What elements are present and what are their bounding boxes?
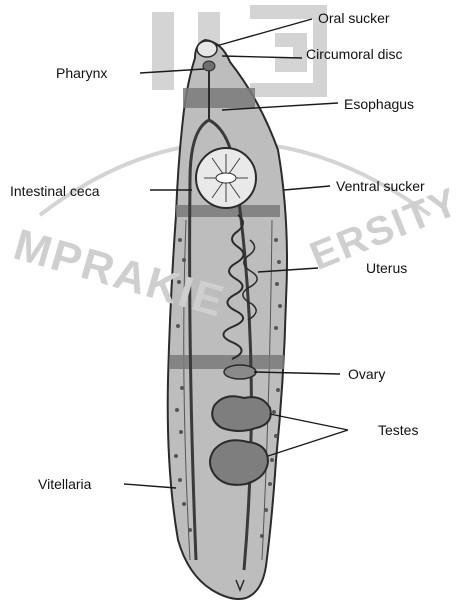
oral-sucker (197, 41, 217, 57)
ventral-sucker-center (216, 173, 236, 183)
label-oral-sucker: Oral sucker (318, 10, 390, 26)
pharynx (203, 61, 215, 71)
label-circumoral-disc: Circumoral disc (306, 46, 402, 62)
testis-posterior (210, 440, 268, 485)
label-ovary: Ovary (348, 366, 385, 382)
label-vitellaria: Vitellaria (38, 476, 91, 492)
label-ventral-sucker: Ventral sucker (336, 178, 425, 194)
label-testes: Testes (378, 422, 418, 438)
leader-ventral-sucker (284, 186, 330, 190)
fluke-body (168, 40, 287, 599)
label-esophagus: Esophagus (344, 96, 414, 112)
esophagus-band (183, 88, 255, 108)
leader-testes-2 (268, 430, 348, 456)
testis-anterior (212, 396, 271, 431)
leader-testes-1 (270, 414, 348, 430)
label-pharynx: Pharynx (56, 65, 107, 81)
leader-vitellaria (124, 484, 176, 488)
band (170, 355, 284, 369)
label-intestinal-ceca: Intestinal ceca (10, 183, 100, 199)
label-uterus: Uterus (366, 260, 407, 276)
leader-circumoral-disc (222, 56, 302, 58)
ovary (224, 365, 256, 379)
